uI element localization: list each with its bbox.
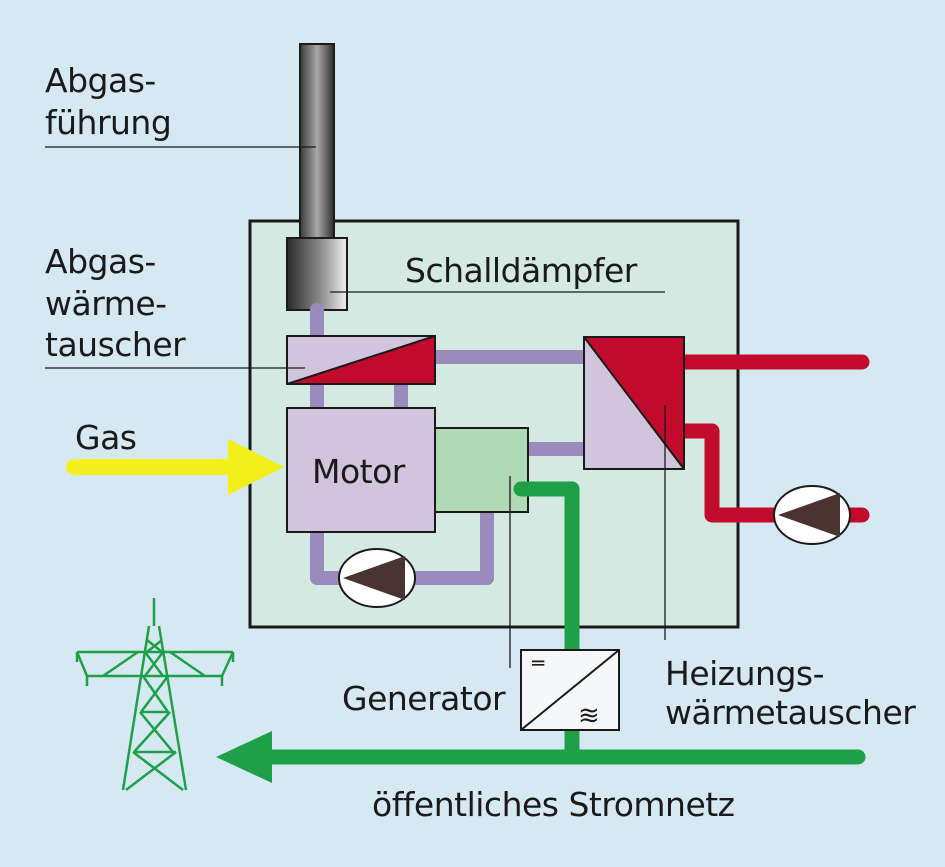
label-gas: Gas [75,418,137,457]
label-abgaswaerme-1: Abgas- [45,242,156,281]
heating-heat-exchanger [583,336,685,470]
electric-lines [262,481,866,765]
label-abgasfuehrung-1: Abgas- [45,61,156,100]
label-abgaswaerme-3: tauscher [45,325,186,364]
label-motor: Motor [312,452,405,491]
gas-arrow [66,439,284,495]
inverter [520,649,620,731]
grid-arrowhead [216,731,272,783]
leader-lines [45,146,666,668]
power-pylon-icon [75,598,235,791]
muffler [286,237,348,311]
label-stromnetz: öffentliches Stromnetz [372,785,735,824]
generator [434,427,529,513]
label-abgaswaerme-2: wärme- [45,284,167,323]
label-abgasfuehrung-2: führung [45,103,172,142]
heating-pump-icon [773,485,851,545]
label-schalldaempfer: Schalldämpfer [405,251,637,290]
label-generator: Generator [342,679,506,718]
inverter-dc-symbol: ═ [531,651,545,675]
cooling-pump-icon [338,548,416,608]
label-heizung-2: wärmetauscher [665,693,916,732]
inverter-ac-symbol: ≋ [578,701,600,731]
exhaust-chimney [299,43,335,241]
label-heizung-1: Heizungs- [665,654,825,693]
exhaust-heat-exchanger [286,335,436,385]
